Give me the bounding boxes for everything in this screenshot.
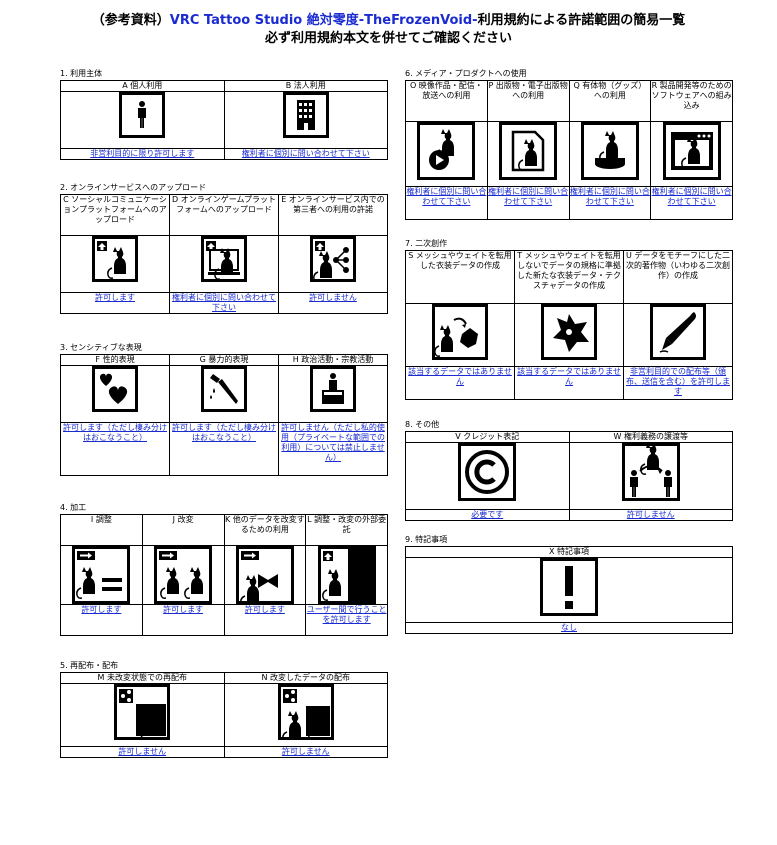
knife-icon [201, 366, 247, 412]
item-status: 許可します（ただし棲み分けはおこなうこと） [169, 422, 279, 476]
hearts-icon [92, 366, 138, 412]
item-label: M 未改変状態での再配布 [60, 672, 225, 684]
item-status: 該当するデータではありません [405, 366, 515, 400]
item-status: 権利者に個別に問い合わせて下さい [486, 186, 570, 220]
item-status: 許可します [141, 604, 225, 636]
section-heading: 9. 特記事項 [405, 535, 448, 544]
item-label: O 映像作品・配信・放送への利用 [405, 80, 488, 122]
item-label: I 調整 [60, 514, 143, 546]
transfer-rights-icon [621, 443, 680, 501]
section-heading: 6. メディア・プロダクトへの使用 [405, 69, 527, 78]
upload-cat-icon [92, 236, 138, 282]
upload-game-icon [201, 236, 247, 282]
item-status: 権利者に個別に問い合わせて下さい [568, 186, 652, 220]
item-status: 許可します [223, 604, 307, 636]
person-icon [119, 92, 166, 138]
section-heading: 7. 二次創作 [405, 239, 448, 248]
item-label: C ソーシャルコミュニケーションプラットフォームへのアップロード [60, 194, 170, 236]
item-status: 許可しません [223, 746, 388, 758]
item-label: R 製品開発等のためのソフトウェアへの組み込み [650, 80, 733, 122]
item-status: 許可しません [278, 292, 388, 314]
item-label: T メッシュやウェイトを転用しないでデータの規格に準拠した新たな衣装データ・テク… [514, 250, 624, 304]
title-product-name: VRC Tattoo Studio 絶対零度-TheFrozenVoid- [169, 13, 478, 28]
title-suffix: 利用規約による許諾範囲の簡易一覧 [477, 13, 686, 28]
item-status: 権利者に個別に問い合わせて下さい [223, 148, 388, 160]
item-label: G 暴力的表現 [169, 354, 279, 366]
section-usage-subject: 1. 利用主体 A 個人利用 B 法人利用 非営利目的に限り許可します 権利者に… [60, 68, 388, 160]
other-data-icon [235, 546, 294, 604]
section-heading: 5. 再配布・配布 [60, 661, 119, 670]
outsource-icon [317, 546, 376, 604]
copyright-icon [458, 443, 517, 501]
item-label: A 個人利用 [60, 80, 225, 92]
item-label: W 権利義務の譲渡等 [568, 431, 733, 443]
item-status: 許可しません（ただし私的使用（プライベートな範囲での利用）については禁止しません… [278, 422, 388, 476]
item-label: H 政治活動・宗教活動 [278, 354, 388, 366]
podium-icon [310, 366, 356, 412]
item-label: U データをモチーフにした二次的著作物（いわゆる二次創作）の作成 [623, 250, 733, 304]
item-status: 許可しません [568, 509, 733, 521]
section-special-notes: 9. 特記事項 X 特記事項 なし [405, 534, 733, 634]
section-media-products: 6. メディア・プロダクトへの使用 O 映像作品・配信・放送への利用 P 出版物… [405, 68, 733, 220]
section-online-upload: 2. オンラインサービスへのアップロード C ソーシャルコミュニケーションプラッ… [60, 182, 388, 314]
item-label: B 法人利用 [223, 80, 388, 92]
item-label: N 改変したデータの配布 [223, 672, 388, 684]
item-label: E オンラインサービス内での第三者への利用の許諾 [278, 194, 388, 236]
item-status: 許可します [60, 292, 170, 314]
section-heading: 4. 加工 [60, 503, 87, 512]
item-status: 権利者に個別に問い合わせて下さい [405, 186, 488, 220]
item-label: X 特記事項 [405, 546, 733, 558]
item-status: 権利者に個別に問い合わせて下さい [169, 292, 279, 314]
item-status: 許可します（ただし棲み分けはおこなうこと） [60, 422, 170, 476]
item-label: Q 有体物（グッズ）への利用 [568, 80, 652, 122]
section-heading: 2. オンラインサービスへのアップロード [60, 183, 207, 192]
publication-icon [499, 122, 558, 180]
software-icon [662, 122, 721, 180]
item-status: 許可します [60, 604, 143, 636]
section-processing: 4. 加工 I 調整 J 改変 K 他のデータを改変するための利用 L 調整・改… [60, 502, 388, 636]
item-label: J 改変 [141, 514, 225, 546]
item-status: 非営利目的に限り許可します [60, 148, 225, 160]
item-label: K 他のデータを改変するための利用 [223, 514, 307, 546]
goods-icon [580, 122, 639, 180]
distribute-modified-icon [277, 684, 334, 740]
section-sensitive: 3. センシティブな表現 F 性的表現 G 暴力的表現 H 政治活動・宗教活動 … [60, 342, 388, 476]
title-prefix: （参考資料） [91, 13, 170, 28]
exclamation-icon [540, 558, 598, 616]
video-icon [417, 122, 476, 180]
new-costume-icon [541, 304, 597, 360]
item-label: S メッシュやウェイトを転用した衣装データの作成 [405, 250, 515, 304]
item-label: P 出版物・電子出版物への利用 [486, 80, 570, 122]
page-title: （参考資料）VRC Tattoo Studio 絶対零度-TheFrozenVo… [0, 9, 777, 28]
page-subtitle: 必ず利用規約本文を併せてご確認ください [264, 31, 512, 46]
building-icon [282, 92, 329, 138]
item-label: D オンラインゲームプラットフォームへのアップロード [169, 194, 279, 236]
pen-icon [650, 304, 706, 360]
share-third-party-icon [310, 236, 356, 282]
section-heading: 8. その他 [405, 420, 440, 429]
item-status: 必要です [405, 509, 570, 521]
item-status: 権利者に個別に問い合わせて下さい [650, 186, 733, 220]
adjust-icon [72, 546, 131, 604]
item-label: V クレジット表記 [405, 431, 570, 443]
item-label: L 調整・改変の外部委託 [305, 514, 388, 546]
section-other: 8. その他 V クレジット表記 W 権利義務の譲渡等 必要です 許可しません [405, 419, 733, 521]
item-status: なし [405, 622, 733, 634]
item-label: F 性的表現 [60, 354, 170, 366]
section-redistribution: 5. 再配布・配布 M 未改変状態での再配布 N 改変したデータの配布 許可しま… [60, 660, 388, 758]
redistribute-icon [114, 684, 171, 740]
item-status: ユーザー間で行うことを許可します [305, 604, 388, 636]
section-heading: 3. センシティブな表現 [60, 343, 142, 352]
section-derivative-works: 7. 二次創作 S メッシュやウェイトを転用した衣装データの作成 T メッシュや… [405, 238, 733, 400]
section-heading: 1. 利用主体 [60, 69, 103, 78]
item-status: 非営利目的での配布等（頒布、送信を含む）を許可します [623, 366, 733, 400]
mesh-transfer-icon [432, 304, 488, 360]
item-status: 許可しません [60, 746, 225, 758]
item-status: 該当するデータではありません [514, 366, 624, 400]
modify-icon [154, 546, 213, 604]
